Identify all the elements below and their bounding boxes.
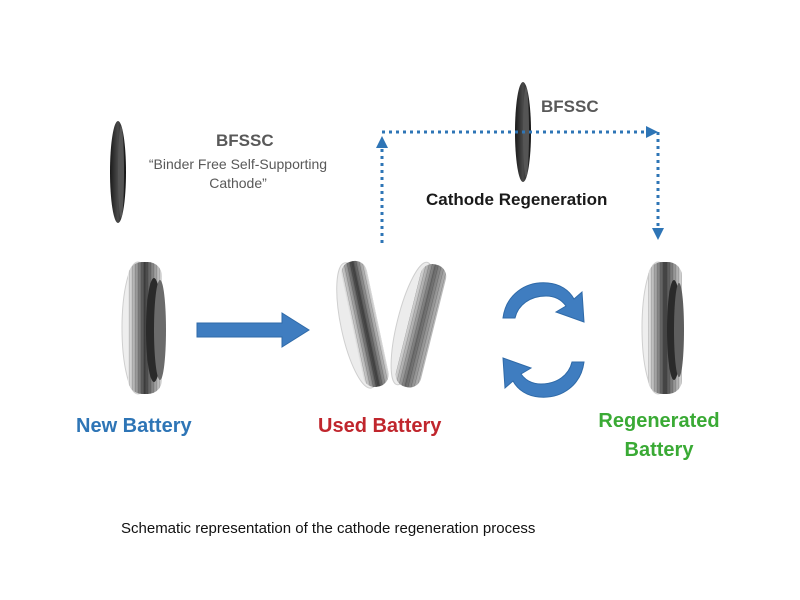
dotted-regeneration-path	[376, 126, 664, 243]
regenerated-label-line1: Regenerated	[598, 410, 720, 432]
bfssc-description-line1: “Binder Free Self-Supporting	[148, 156, 328, 172]
regeneration-cycle-icon	[502, 282, 585, 398]
bfssc-top-title: BFSSC	[541, 97, 599, 116]
regenerated-battery-label: Regenerated Battery	[584, 407, 734, 465]
regenerated-battery-icon	[641, 261, 684, 395]
bfssc-left-description: “Binder Free Self-Supporting Cathode”	[143, 155, 333, 193]
new-battery-icon	[121, 261, 166, 395]
cathode-regeneration-label: Cathode Regeneration	[426, 190, 608, 209]
used-battery-icon	[336, 260, 447, 389]
process-arrow-icon	[196, 312, 310, 348]
used-battery-label: Used Battery	[318, 415, 442, 437]
bfssc-left-title: BFSSC	[216, 131, 274, 150]
figure-caption: Schematic representation of the cathode …	[121, 520, 536, 537]
bfssc-cathode-left-icon	[110, 121, 126, 223]
bfssc-description-line2: Cathode”	[209, 175, 267, 191]
regenerated-label-line2: Battery	[624, 439, 694, 461]
new-battery-label: New Battery	[76, 415, 192, 437]
